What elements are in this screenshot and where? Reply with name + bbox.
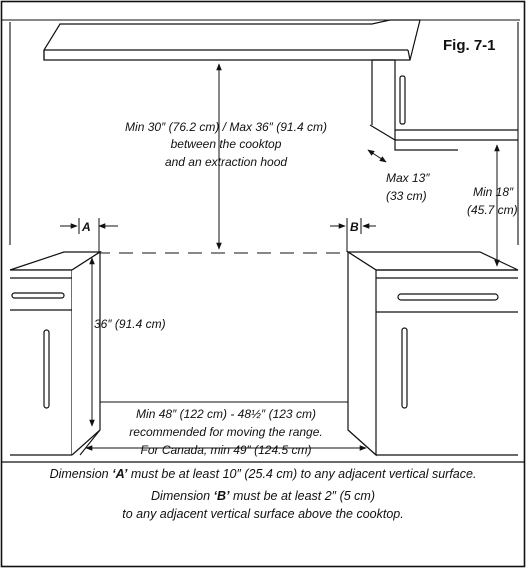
counter-height-label: 36″ (91.4 cm) [94,317,166,331]
note-b-text-2: to any adjacent vertical surface above t… [122,507,404,521]
left-base-cabinet [9,250,103,456]
range-hood [43,19,421,61]
note-a-prefix: Dimension [49,467,113,481]
dimension-a-label: A [81,220,91,234]
max-depth-label-2: (33 cm) [386,189,427,203]
dimension-b-label: B [350,220,359,234]
cutout-width-label-1: Min 48″ (122 cm) - 48½″ (123 cm) [136,407,316,421]
dimension-b-marker [330,218,376,252]
upper-cabinet [369,59,518,151]
hood-clearance-label-3: and an extraction hood [165,155,287,169]
max-depth-label-1: Max 13″ [386,171,430,185]
note-a-key: ‘A’ [112,467,128,481]
hood-clearance-label-2: between the cooktop [171,137,282,151]
note-b-text: must be at least 2″ (5 cm) [229,489,375,503]
cabinet-clearance-label-1: Min 18″ [473,185,514,199]
room-outline [2,19,520,245]
cutout-width-label-2: recommended for moving the range. [129,425,322,439]
cutout-width-label-3: For Canada, min 49″ (124.5 cm) [141,443,312,457]
dimension-a-marker [60,218,118,252]
figure-label: Fig. 7-1 [443,37,496,54]
max-depth-arrow [367,149,387,163]
note-dimension-a: Dimension ‘A’ must be at least 10″ (25.4… [0,463,526,485]
note-b-key: ‘B’ [213,489,230,503]
notes-block: Dimension ‘A’ must be at least 10″ (25.4… [0,463,526,523]
note-b-prefix: Dimension [151,489,214,503]
hood-clearance-label-1: Min 30″ (76.2 cm) / Max 36″ (91.4 cm) [125,120,327,134]
floor-lines [79,401,377,456]
right-base-cabinet [345,250,519,457]
note-dimension-b-continued: to any adjacent vertical surface above t… [0,505,526,523]
note-dimension-b: Dimension ‘B’ must be at least 2″ (5 cm) [0,487,526,505]
cabinet-clearance-label-2: (45.7 cm) [467,203,518,217]
note-a-text: must be at least 10″ (25.4 cm) to any ad… [127,467,477,481]
